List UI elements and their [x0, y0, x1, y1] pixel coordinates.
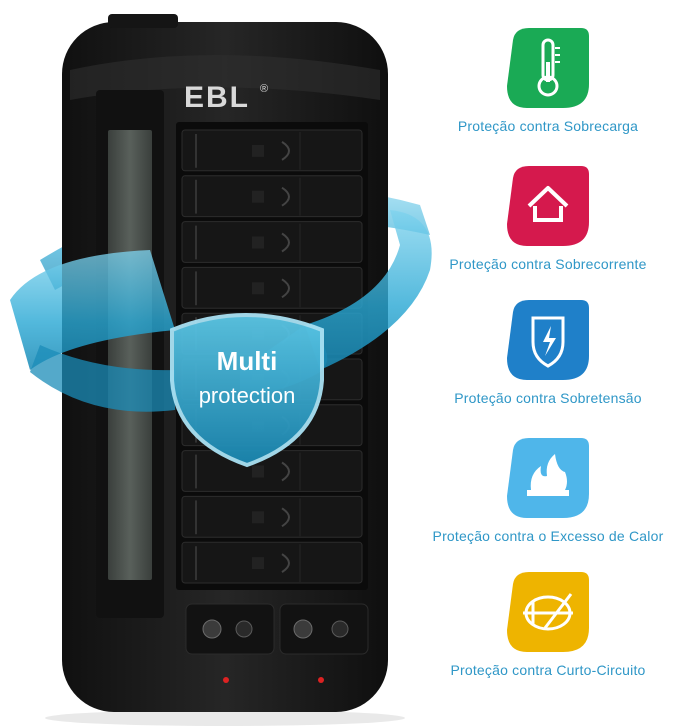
feature-overheat: Proteção contra o Excesso de Calor: [413, 432, 683, 544]
feature-overvoltage: Proteção contra Sobretensão: [413, 294, 683, 406]
brand-registered-mark: ®: [260, 83, 268, 95]
feature-label: Proteção contra o Excesso de Calor: [432, 528, 664, 544]
battery-slot[interactable]: [181, 129, 363, 172]
feature-label: Proteção contra Sobrecarga: [457, 118, 639, 134]
brand-logo: EBL: [184, 81, 250, 114]
led-indicator-left: [223, 677, 229, 683]
battery-slot[interactable]: [181, 495, 363, 538]
lightning-shield-icon: [507, 300, 589, 380]
battery-slot[interactable]: [181, 541, 363, 584]
shield-title: Multi: [217, 346, 278, 376]
feature-label: Proteção contra Curto-Circuito: [450, 662, 646, 678]
feature-overcharge: Proteção contra Sobrecarga: [413, 22, 683, 134]
shield-subtitle: protection: [199, 383, 296, 408]
flame-icon: [507, 438, 589, 518]
nine-volt-port-left[interactable]: [185, 603, 275, 655]
nine-volt-port-right[interactable]: [279, 603, 369, 655]
feature-label: Proteção contra Sobretensão: [454, 390, 642, 406]
feature-overcurrent: Proteção contra Sobrecorrente: [413, 160, 683, 272]
feature-short-circuit: Proteção contra Curto-Circuito: [413, 566, 683, 678]
battery-slot[interactable]: [181, 450, 363, 492]
thermometer-icon: [507, 28, 589, 108]
multi-protection-shield: Multi protection: [170, 313, 324, 468]
battery-slot[interactable]: [181, 221, 363, 263]
battery-slot[interactable]: [181, 175, 363, 218]
short-circuit-icon: [507, 572, 589, 652]
feature-label: Proteção contra Sobrecorrente: [449, 256, 647, 272]
led-indicator-right: [318, 677, 324, 683]
battery-slot[interactable]: [181, 266, 363, 309]
house-arrow-icon: [507, 166, 589, 246]
